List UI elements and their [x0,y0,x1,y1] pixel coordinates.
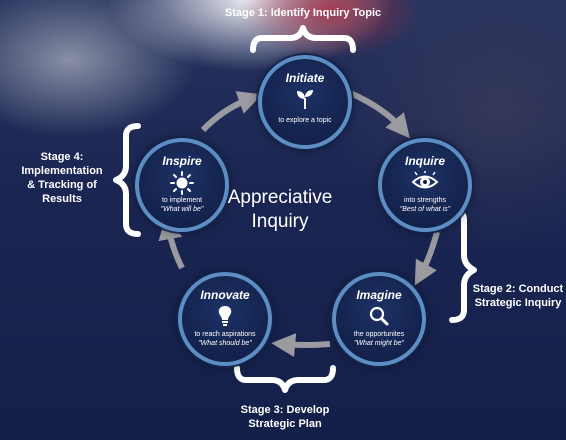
arrow-imagine-to-innovate [271,333,331,358]
arrow-inquire-to-imagine [414,231,440,286]
arrow-innovate-to-inspire [158,215,185,270]
stage-4-line1: Stage 4: [40,151,84,163]
node-inspire-subtitle: to implement [161,197,203,204]
stage-1-label: Stage 1: Identify Inquiry Topic [203,6,403,20]
node-initiate-title: Initiate [285,71,325,85]
stage-2-line1: Stage 2: Conduct [472,283,564,295]
node-inquire-title: Inquire [404,154,445,168]
node-inquire-quote: "Best of what is" [399,206,451,213]
stage-4-label: Stage 4: Implementation & Tracking of Re… [8,150,116,206]
arrow-initiate-to-inquire [346,89,410,139]
stage-3-line2: Strategic Plan [248,418,322,430]
arrow-inspire-to-initiate [200,91,263,133]
node-innovate-subtitle: to reach aspirations [194,331,256,338]
sun-icon [170,171,194,200]
stage-1-line1: Stage 1: Identify Inquiry Topic [224,7,382,19]
stage-3-label: Stage 3: Develop Strategic Plan [220,403,350,431]
node-inspire-title: Inspire [162,154,202,168]
brace-stage-4 [113,123,141,237]
node-innovate-title: Innovate [200,288,250,302]
brace-stage-1 [250,25,356,53]
stage-2-line2: Strategic Inquiry [474,297,562,309]
stage-4-line4: Results [42,193,82,205]
node-inquire-subtitle: into strengths [403,197,447,204]
node-initiate: Initiate to explore a topic [258,55,352,149]
magnifier-icon [368,305,390,332]
node-innovate: Innovate to reach aspirations "What shou… [178,272,272,366]
stage-4-line2: Implementation [21,165,103,177]
eye-icon [411,171,439,198]
node-imagine-title: Imagine [356,288,402,302]
stage-2-label: Stage 2: Conduct Strategic Inquiry [470,282,566,310]
brace-stage-2 [449,207,477,323]
node-imagine-subtitle: the opportunites [353,331,405,338]
node-imagine-quote: "What might be" [353,340,405,347]
stage-3-line1: Stage 3: Develop [240,404,330,416]
center-title-line2: Inquiry [251,211,309,232]
center-title-line1: Appreciative [227,187,333,208]
center-title: Appreciative Inquiry [205,186,355,234]
node-inspire: Inspire to implement "What will be" [135,138,229,232]
node-innovate-quote: "What should be" [198,340,252,347]
node-initiate-subtitle: to explore a topic [278,117,332,124]
brace-stage-3 [234,365,336,393]
node-inspire-quote: "What will be" [160,206,204,213]
lightbulb-icon [217,305,233,332]
sprout-icon [294,88,316,115]
node-inquire: Inquire into strengths "Best of what is" [378,138,472,232]
stage-4-line3: & Tracking of [27,179,97,191]
node-imagine: Imagine the opportunites "What might be" [332,272,426,366]
